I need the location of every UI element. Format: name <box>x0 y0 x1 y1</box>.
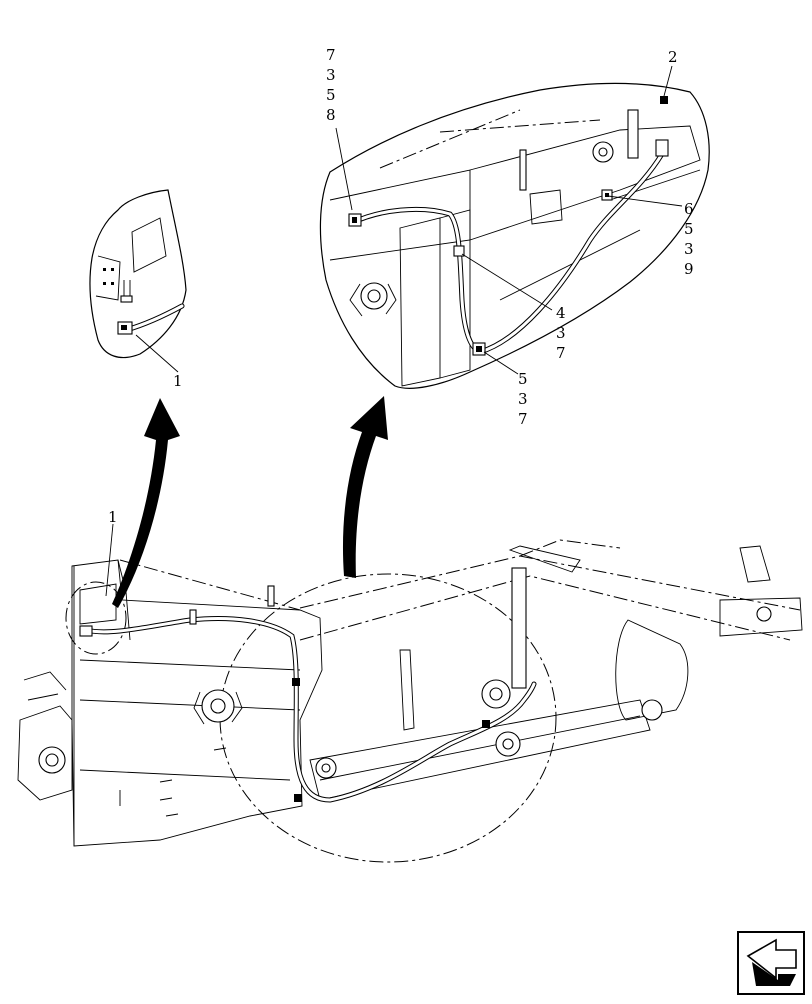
detail-right-cylinder <box>627 109 639 159</box>
callout-6539-digit-2: 5 <box>684 220 694 238</box>
main-tip-arm <box>739 545 771 583</box>
main-callout-1: 1 <box>108 508 118 526</box>
main-frame-outline <box>71 559 323 847</box>
detail-left-callout-1: 1 <box>173 372 183 390</box>
main-fitting-1 <box>79 625 93 637</box>
detail-left: 1 <box>89 189 187 390</box>
arrow-to-right-detail <box>342 396 388 578</box>
main-roller <box>615 619 689 721</box>
arrow-to-left-detail <box>112 398 180 608</box>
callout-437-digit-1: 4 <box>556 304 566 322</box>
callout-2: 2 <box>668 48 678 66</box>
detail-right-fitting-437 <box>453 245 465 257</box>
detail-left-bracket-plate <box>131 217 167 273</box>
callout-6539-digit-4: 9 <box>684 260 694 278</box>
page-navigation-arrow-icon[interactable] <box>737 931 805 995</box>
detail-left-fitting <box>120 295 133 303</box>
main-pulley-right <box>641 699 663 721</box>
main-bracket <box>79 583 117 625</box>
leader-2 <box>663 65 673 97</box>
leader-537 <box>483 351 519 375</box>
callout-537-digit-3: 7 <box>518 410 528 428</box>
main-side-bracket <box>17 705 73 801</box>
callout-6539-digit-1: 6 <box>684 200 694 218</box>
main-leader-1 <box>105 523 114 597</box>
detail-right-column <box>399 217 441 387</box>
main-upper-arm <box>508 545 581 573</box>
main-view: 1 <box>17 508 803 863</box>
callout-7358-digit-1: 7 <box>326 46 336 64</box>
callout-7358-digit-2: 3 <box>326 66 336 84</box>
main-lift-cylinder <box>511 567 527 689</box>
main-detail-circle-large <box>219 573 557 863</box>
callout-437-digit-2: 3 <box>556 324 566 342</box>
callout-6539-digit-3: 3 <box>684 240 694 258</box>
callout-537-digit-2: 3 <box>518 390 528 408</box>
detail-right: 7 3 5 8 2 6 5 3 9 4 3 7 5 3 7 <box>319 46 710 428</box>
detail-right-fitting-2 <box>655 139 669 157</box>
detail-left-outline <box>89 189 187 359</box>
detail-left-leader-1 <box>135 334 179 373</box>
detail-right-mount <box>529 189 563 225</box>
leader-7358 <box>335 127 353 211</box>
leader-6539 <box>607 195 683 207</box>
callout-437-digit-3: 7 <box>556 344 566 362</box>
detail-right-outline <box>319 82 710 389</box>
callout-7358-digit-3: 5 <box>326 86 336 104</box>
detail-left-panel <box>95 255 121 301</box>
callout-537-digit-1: 5 <box>518 370 528 388</box>
main-hose-route <box>83 616 537 803</box>
leader-437 <box>461 253 553 311</box>
main-lower-beam <box>309 699 651 801</box>
callout-7358-digit-4: 8 <box>326 106 336 124</box>
main-detail-circle-small <box>65 581 127 655</box>
